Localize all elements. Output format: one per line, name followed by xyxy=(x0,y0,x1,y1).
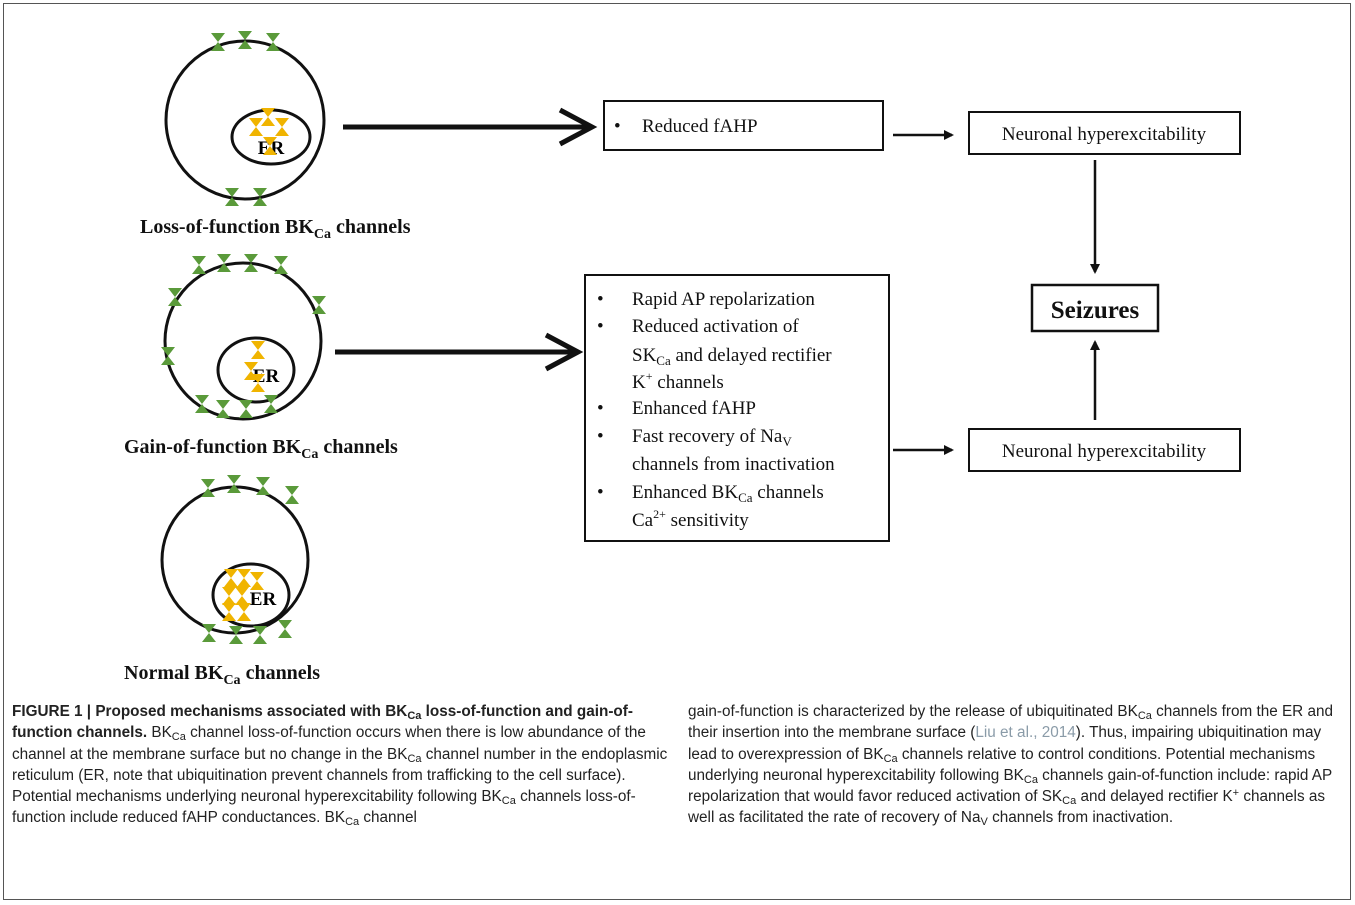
svg-text:Ca2+ sensitivity: Ca2+ sensitivity xyxy=(632,507,749,531)
figure-frame xyxy=(3,3,1351,900)
svg-text:Rapid AP repolarization: Rapid AP repolarization xyxy=(632,289,815,310)
svg-text:Fast recovery of NaV: Fast recovery of NaV xyxy=(632,426,792,449)
er-channel-icon xyxy=(250,572,264,590)
reference-link[interactable]: Liu et al., 2014 xyxy=(975,724,1076,742)
membrane-channel-icon xyxy=(253,626,267,644)
hyperexcitability-bottom-box xyxy=(968,428,1241,472)
loss-of-function-label: Loss-of-function BKCa channels xyxy=(140,216,411,242)
svg-text:K+ channels: K+ channels xyxy=(632,369,724,393)
gain-mechanisms-list: • Rapid AP repolarization • Reduced acti… xyxy=(597,289,835,531)
er-channel-icon xyxy=(251,341,265,359)
er-channel-icon xyxy=(251,374,265,392)
hyperexcitability-bottom-text: Neuronal hyperexcitability xyxy=(1002,441,1207,462)
svg-text:Reduced activation of: Reduced activation of xyxy=(632,316,799,337)
thick-arrow-loss xyxy=(343,107,598,147)
thick-arrow-gain xyxy=(335,332,584,372)
membrane-channel-icon xyxy=(216,400,230,418)
seizures-box xyxy=(1030,283,1160,333)
membrane-channel-icon xyxy=(225,188,239,206)
membrane-channel-icon xyxy=(256,477,270,495)
membrane-channels xyxy=(201,475,299,644)
membrane-channel-icon xyxy=(211,33,225,51)
membrane-channel-icon xyxy=(195,395,209,413)
membrane-channel-icon xyxy=(229,626,243,644)
seizures-text: Seizures xyxy=(1051,297,1140,324)
membrane-channel-icon xyxy=(264,395,278,413)
membrane-channels xyxy=(211,31,280,206)
normal-label: Normal BKCa channels xyxy=(124,662,320,688)
svg-text:channels from inactivation: channels from inactivation xyxy=(632,454,835,475)
hyperexcitability-top-box xyxy=(968,111,1241,155)
loss-of-function-cell: ER xyxy=(164,31,326,206)
membrane-channels xyxy=(161,254,326,418)
membrane-channel-icon xyxy=(239,400,253,418)
er-channels xyxy=(244,341,265,392)
er-channel-icon xyxy=(249,118,263,136)
er-channel-icon xyxy=(224,569,238,587)
membrane-channel-icon xyxy=(266,33,280,51)
svg-text:SKCa and delayed rectifier: SKCa and delayed rectifier xyxy=(632,345,832,368)
er-channel-icon xyxy=(261,108,275,126)
membrane-channel-icon xyxy=(244,254,258,272)
er-channel-icon xyxy=(263,137,277,155)
membrane-channel-icon xyxy=(201,479,215,497)
svg-text:•: • xyxy=(597,316,604,337)
er-channel-icon xyxy=(237,603,251,621)
hyperexcitability-top-text: Neuronal hyperexcitability xyxy=(1002,124,1207,145)
gain-of-function-cell: ER xyxy=(161,254,326,421)
figure-diagram: ER Loss-of-function BKCa channels ER Gai… xyxy=(124,31,1241,688)
membrane-channel-icon xyxy=(202,624,216,642)
er-membrane xyxy=(211,562,291,628)
membrane-channel-icon xyxy=(278,620,292,638)
cell-membrane xyxy=(163,261,323,421)
svg-text:Enhanced fAHP: Enhanced fAHP xyxy=(632,398,756,419)
membrane-channel-icon xyxy=(285,486,299,504)
membrane-channel-icon xyxy=(253,188,267,206)
er-channels xyxy=(222,569,264,621)
er-channel-icon xyxy=(275,118,289,136)
er-channel-icon xyxy=(235,587,249,605)
svg-text:•: • xyxy=(597,289,604,310)
caption-left: FIGURE 1 | Proposed mechanisms associate… xyxy=(12,703,668,829)
caption-right: gain-of-function is characterized by the… xyxy=(688,703,1334,829)
svg-text:•: • xyxy=(597,482,604,503)
er-channel-icon xyxy=(237,569,251,587)
er-label: ER xyxy=(250,589,277,610)
er-membrane xyxy=(216,336,296,404)
svg-text:•: • xyxy=(597,426,604,447)
svg-text:Enhanced BKCa channels: Enhanced BKCa channels xyxy=(632,482,824,505)
gain-of-function-label: Gain-of-function BKCa channels xyxy=(124,436,398,462)
reduced-fahp-text: •Reduced fAHP xyxy=(614,116,758,137)
er-channel-icon xyxy=(222,587,236,605)
membrane-channel-icon xyxy=(312,296,326,314)
gain-mechanisms-box xyxy=(584,274,890,542)
membrane-channel-icon xyxy=(274,256,288,274)
reduced-fahp-box xyxy=(603,100,884,151)
normal-cell: ER xyxy=(160,475,310,644)
svg-text:•: • xyxy=(597,398,604,419)
er-channel-icon xyxy=(222,603,236,621)
membrane-channel-icon xyxy=(227,475,241,493)
cell-membrane xyxy=(160,485,310,635)
membrane-channel-icon xyxy=(161,347,175,365)
membrane-channel-icon xyxy=(217,254,231,272)
er-channels xyxy=(249,108,289,155)
membrane-channel-icon xyxy=(238,31,252,49)
membrane-channel-icon xyxy=(192,256,206,274)
membrane-channel-icon xyxy=(168,288,182,306)
er-label: ER xyxy=(253,366,280,387)
